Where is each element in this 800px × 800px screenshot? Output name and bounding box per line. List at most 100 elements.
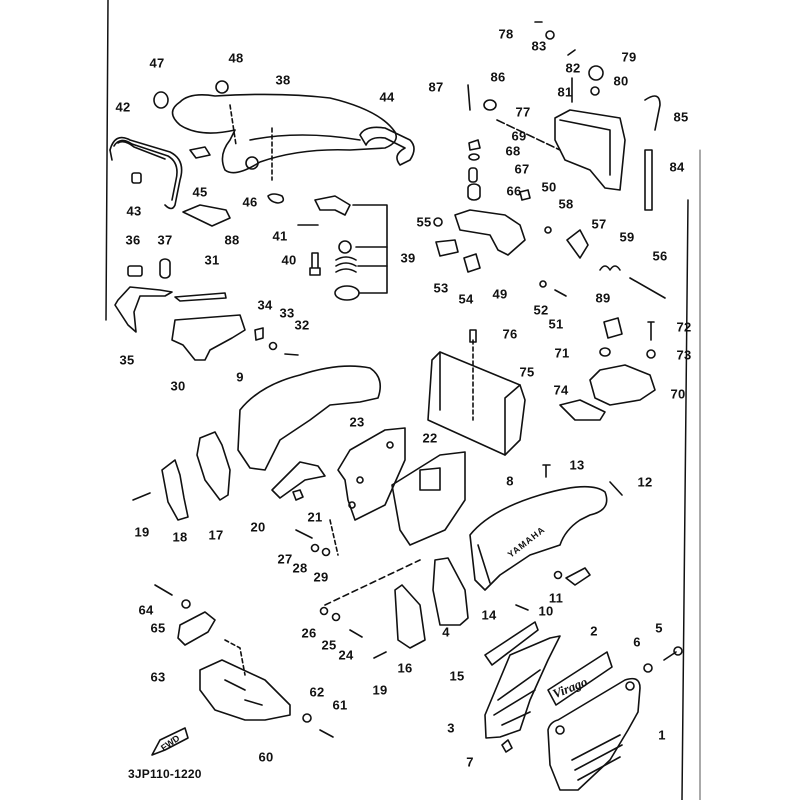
washer-33-drawing	[268, 341, 278, 351]
callout-label-33: 33	[279, 305, 295, 321]
callout-label-3: 3	[447, 720, 455, 736]
callout-label-78: 78	[498, 26, 514, 42]
clip-34-drawing	[254, 327, 264, 341]
washer-80-drawing	[590, 86, 600, 96]
callout-label-80: 80	[613, 73, 629, 89]
callout-label-22: 22	[422, 430, 438, 446]
grommet-89-drawing	[603, 317, 623, 339]
washer-68-drawing	[468, 153, 480, 161]
callout-label-70: 70	[670, 386, 686, 402]
washer-29-drawing	[321, 547, 331, 557]
callout-label-13: 13	[569, 457, 585, 473]
callout-label-21: 21	[307, 509, 323, 525]
callout-label-20: 20	[250, 519, 266, 535]
hose-82-drawing	[567, 49, 576, 56]
callout-label-66: 66	[506, 183, 522, 199]
washer-26-drawing	[319, 606, 329, 616]
plate-22-drawing	[391, 451, 466, 546]
callout-label-30: 30	[170, 378, 186, 394]
callout-label-81: 81	[557, 84, 573, 100]
callout-label-50: 50	[541, 179, 557, 195]
callout-label-37: 37	[157, 232, 173, 248]
callout-label-51: 51	[548, 316, 564, 332]
callout-label-34: 34	[257, 297, 273, 313]
callout-label-45: 45	[192, 184, 208, 200]
callout-label-1: 1	[658, 727, 666, 743]
callout-label-88: 88	[224, 232, 240, 248]
nut-28-drawing	[310, 543, 320, 553]
handle-44-drawing	[359, 126, 415, 166]
nut-21-drawing	[292, 489, 304, 501]
callout-label-17: 17	[208, 527, 224, 543]
collar-71-drawing	[599, 347, 611, 357]
panel-18-drawing	[161, 459, 189, 521]
clip-7-drawing	[501, 739, 513, 753]
bolt-72-drawing	[647, 321, 655, 341]
callout-label-23: 23	[349, 414, 365, 430]
callout-label-64: 64	[138, 602, 154, 618]
callout-label-19: 19	[134, 524, 150, 540]
callout-label-56: 56	[652, 248, 668, 264]
screw-19b-drawing	[373, 651, 387, 659]
front-cover-drawing	[469, 485, 608, 591]
callout-label-16: 16	[397, 660, 413, 676]
bolt-61-drawing	[319, 729, 334, 738]
callout-label-35: 35	[119, 352, 135, 368]
nut-25-drawing	[331, 612, 341, 622]
washer-65-drawing	[181, 599, 191, 609]
callout-label-19: 19	[372, 682, 388, 698]
callout-label-11: 11	[548, 590, 564, 606]
callout-label-12: 12	[637, 474, 653, 490]
callout-label-40: 40	[281, 252, 297, 268]
callout-label-87: 87	[428, 79, 444, 95]
pipe-84-drawing	[644, 149, 653, 211]
emblem-2-drawing	[547, 651, 613, 706]
callout-label-36: 36	[125, 232, 141, 248]
screw-14-drawing	[515, 604, 529, 611]
callout-label-6: 6	[633, 634, 641, 650]
shaft-56-drawing	[629, 277, 666, 299]
washer-52-drawing	[539, 280, 547, 288]
damper-41-drawing	[267, 193, 285, 204]
callout-label-68: 68	[505, 143, 521, 159]
bolt-32-drawing	[284, 353, 299, 356]
cover-housing-9-drawing	[237, 365, 381, 471]
cap-79-drawing	[588, 65, 604, 81]
callout-label-14: 14	[481, 607, 497, 623]
collar-11-drawing	[553, 570, 563, 580]
callout-label-32: 32	[294, 317, 310, 333]
callout-label-5: 5	[655, 620, 663, 636]
callout-label-62: 62	[309, 684, 325, 700]
stay-74-drawing	[559, 399, 606, 421]
callout-label-73: 73	[676, 347, 692, 363]
guard-30-drawing	[171, 314, 246, 361]
side-cover-1-drawing	[547, 677, 641, 791]
callout-label-10: 10	[538, 603, 554, 619]
callout-label-60: 60	[258, 749, 274, 765]
cap-43-drawing	[131, 172, 142, 184]
callout-label-67: 67	[514, 161, 530, 177]
collar-66-drawing	[467, 183, 481, 201]
callout-label-49: 49	[492, 286, 508, 302]
callout-label-31: 31	[204, 252, 220, 268]
bolt-24-drawing	[349, 629, 363, 638]
callout-label-39: 39	[400, 250, 416, 266]
callout-label-58: 58	[558, 196, 574, 212]
stay-63-drawing	[177, 611, 216, 646]
callout-label-61: 61	[332, 697, 348, 713]
callout-label-69: 69	[511, 128, 527, 144]
nut-55-drawing	[433, 217, 443, 227]
clip-87-drawing	[467, 84, 471, 111]
callout-label-57: 57	[591, 216, 607, 232]
callout-label-27: 27	[277, 551, 293, 567]
rear-fender-drawing	[171, 93, 398, 181]
holder-53-drawing	[435, 239, 459, 257]
callout-label-53: 53	[433, 280, 449, 296]
document-code: 3JP110-1220	[128, 767, 202, 781]
inner-cover-15-drawing	[432, 557, 469, 626]
callout-label-75: 75	[519, 364, 535, 380]
bolt-27-drawing	[295, 529, 313, 539]
bracket-49-drawing	[454, 209, 526, 256]
callout-label-84: 84	[669, 159, 685, 175]
screw-19a-drawing	[132, 492, 151, 501]
